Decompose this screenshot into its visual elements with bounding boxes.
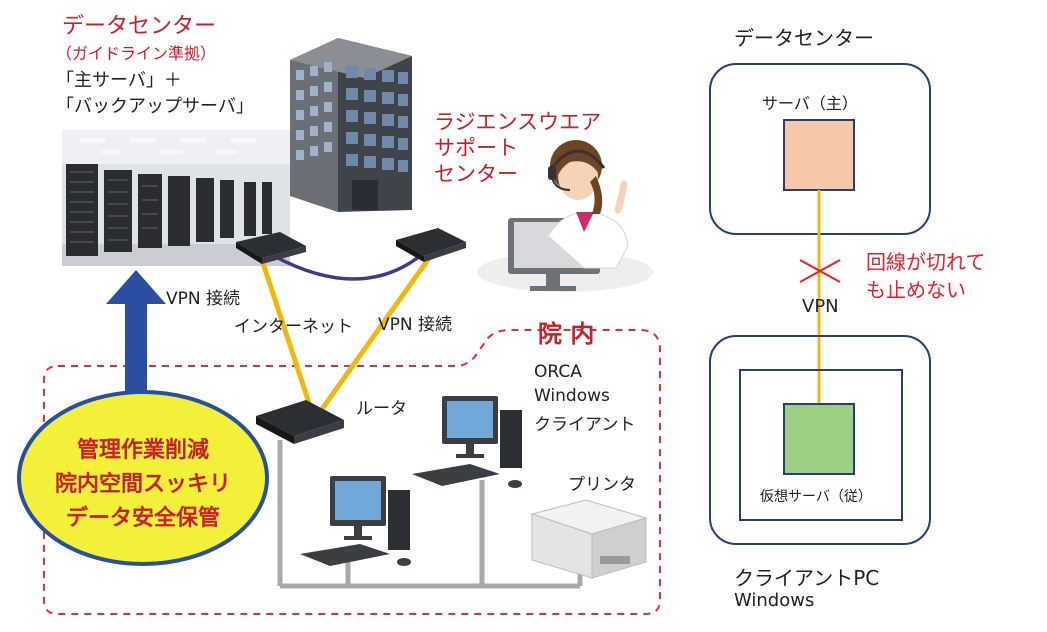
hospital-boundary (43, 329, 661, 615)
datacenter-servers-line1: 「主サーバ」＋ (56, 70, 182, 91)
office-pc (300, 476, 411, 566)
router-hospital (256, 400, 344, 444)
internet-link-left (257, 253, 315, 413)
router-label: ルータ (356, 399, 407, 419)
router-datacenter (236, 232, 306, 264)
line-cut-label-line1: 回線が切れて (866, 250, 986, 274)
datacenter-servers-line2: 「バックアップサーバ」 (56, 96, 254, 117)
lan-wiring (277, 440, 583, 589)
benefit-line1: 管理作業削減 (76, 438, 209, 463)
client-pc-label-line1: クライアントPC (734, 566, 880, 590)
virtual-server-block (783, 403, 855, 475)
support-label-line3: センター (434, 162, 518, 186)
client-pc-box (709, 335, 931, 545)
main-server-label: サーバ（主） (762, 94, 858, 113)
hospital-label: 院 内 (538, 320, 595, 348)
support-operator (477, 140, 653, 292)
orca-client-pc (412, 396, 522, 488)
benefit-line3: データ安全保管 (65, 506, 220, 531)
internet-label: インターネット (234, 317, 353, 337)
right-datacenter-title: データセンター (734, 26, 874, 50)
vpn-tunnel (273, 254, 422, 281)
vpn-label-left: VPN 接続 (166, 289, 241, 309)
vpn-label-right: VPN 接続 (378, 315, 453, 335)
support-label-line1: ラジエンスウエア (434, 110, 602, 134)
orca-label-line2: Windows (534, 386, 610, 406)
server-room-photo (62, 130, 290, 266)
upload-arrow (106, 270, 166, 400)
office-building (290, 38, 412, 212)
main-server-block (783, 119, 855, 191)
virtual-server-label: 仮想サーバ（従） (760, 489, 872, 505)
internet-link-right (317, 252, 435, 414)
datacenter-subtitle: （ガイドライン準拠） (56, 44, 217, 63)
router-support (396, 228, 466, 262)
line-cut-label-line2: も止めない (866, 278, 966, 302)
vpn-label: VPN (802, 296, 839, 317)
line-cut-mark (799, 259, 841, 283)
printer-label: プリンタ (568, 475, 636, 495)
benefits-oval (17, 390, 269, 566)
datacenter-title: データセンター (62, 14, 217, 39)
orca-label-line1: ORCA (534, 362, 582, 382)
orca-label-line3: クライアント (534, 415, 636, 435)
client-inner-box (739, 369, 903, 521)
client-pc-label-line2: Windows (734, 590, 815, 611)
benefit-line2: 院内空間スッキリ (54, 472, 231, 497)
printer-device (530, 499, 648, 579)
support-label-line2: サポート (434, 136, 518, 160)
